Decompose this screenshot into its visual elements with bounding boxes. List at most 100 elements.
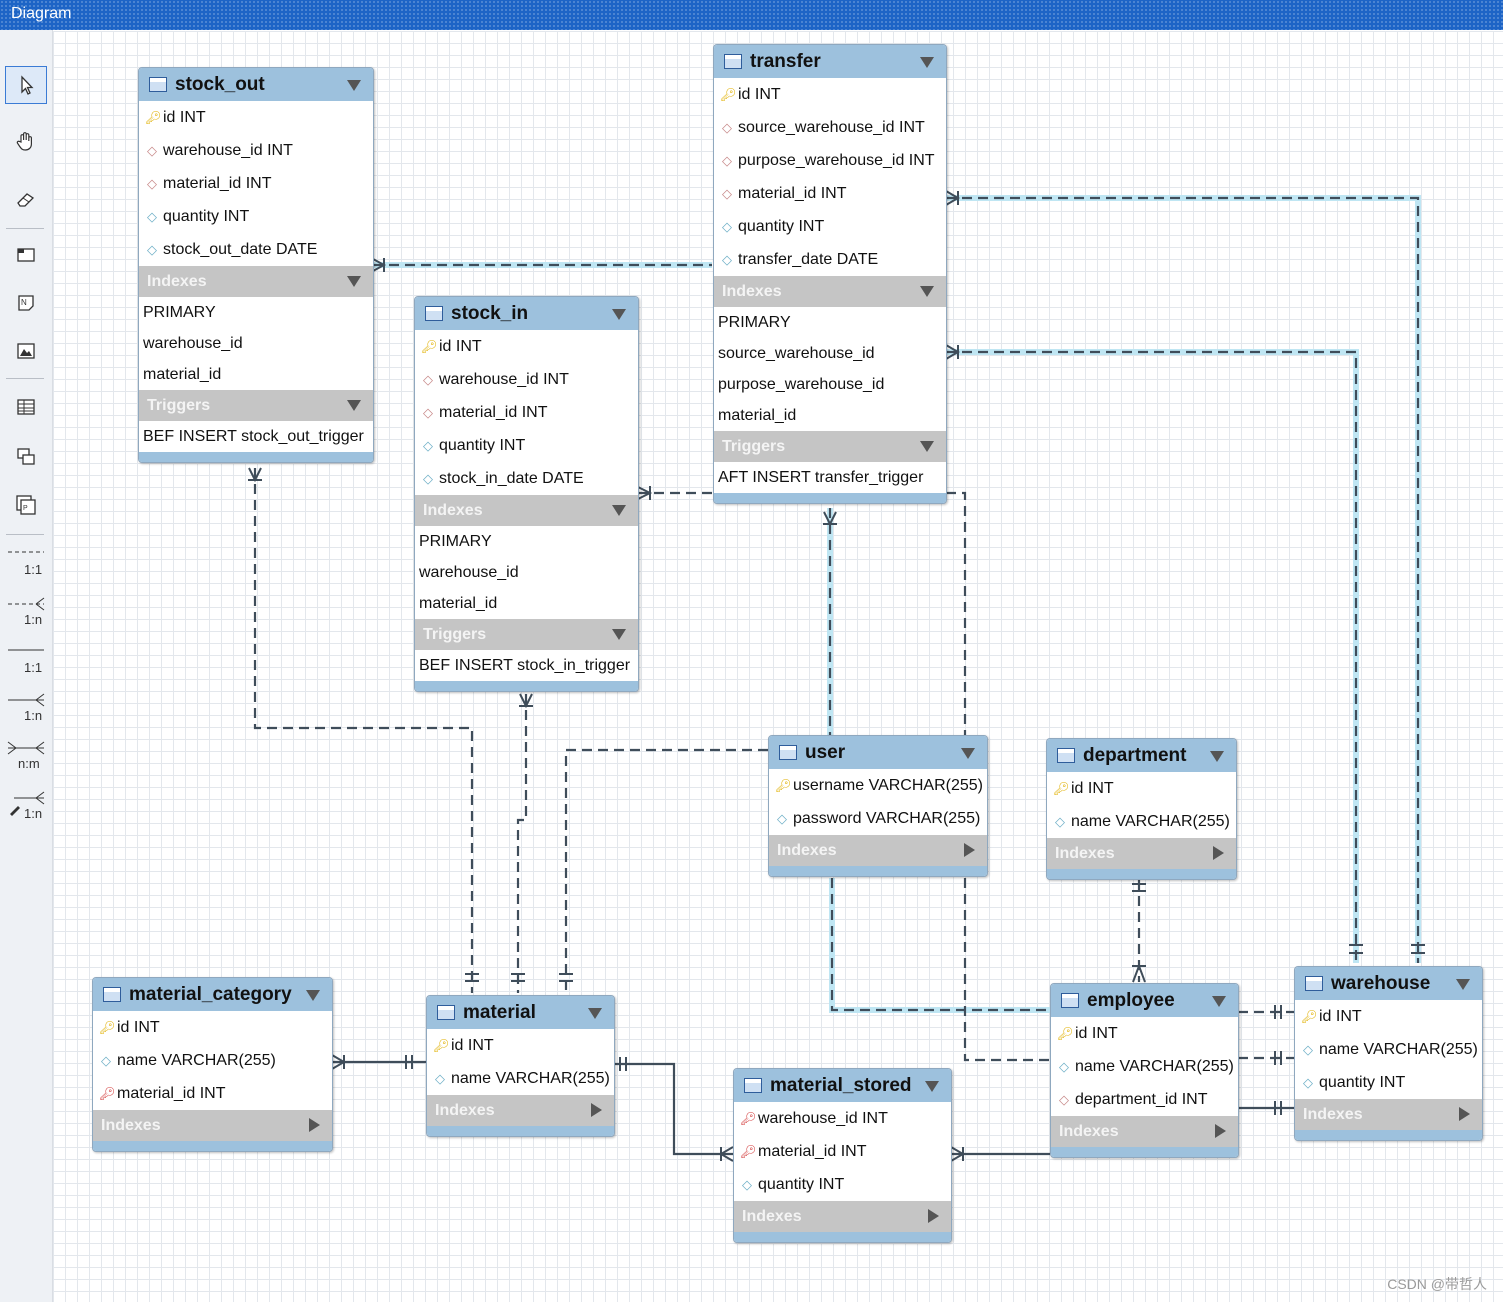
index-row[interactable]: warehouse_id — [143, 334, 243, 352]
view-tool[interactable] — [5, 438, 47, 476]
index-row[interactable]: purpose_warehouse_id — [718, 375, 885, 393]
index-row[interactable]: source_warehouse_id — [718, 344, 875, 362]
indexes-section[interactable]: Indexes — [769, 835, 987, 866]
column-row[interactable]: 🔑︎id INT — [1053, 779, 1114, 797]
collapse-arrow-icon[interactable] — [612, 309, 626, 320]
expand-arrow-icon[interactable] — [591, 1103, 602, 1117]
relationship-1-1-identifying[interactable]: 1:1 — [5, 636, 47, 680]
trigger-row[interactable]: AFT INSERT transfer_trigger — [718, 468, 924, 486]
table-header[interactable]: material_stored — [734, 1069, 951, 1102]
collapse-arrow-icon[interactable] — [1456, 979, 1470, 990]
trigger-row[interactable]: BEF INSERT stock_in_trigger — [419, 656, 631, 674]
table-header[interactable]: transfer — [714, 45, 946, 78]
index-row[interactable]: PRIMARY — [718, 313, 791, 331]
index-row[interactable]: material_id — [718, 406, 797, 424]
column-row[interactable]: ◇transfer_date DATE — [722, 250, 879, 268]
relationship-1-n-non-identifying[interactable]: 1:n — [5, 588, 47, 632]
triggers-section[interactable]: Triggers — [714, 431, 946, 462]
indexes-section[interactable]: Indexes — [427, 1095, 614, 1126]
table-transfer[interactable]: transfer 🔑︎id INT ◇source_warehouse_id I… — [713, 44, 947, 504]
column-row[interactable]: 🔑︎material_id INT — [99, 1084, 226, 1102]
note-tool[interactable]: N — [5, 284, 47, 322]
table-header[interactable]: stock_out — [139, 68, 373, 101]
collapse-arrow-icon[interactable] — [920, 441, 934, 452]
column-row[interactable]: ◇stock_out_date DATE — [147, 240, 318, 258]
index-row[interactable]: material_id — [419, 594, 498, 612]
expand-arrow-icon[interactable] — [1213, 846, 1224, 860]
triggers-section[interactable]: Triggers — [139, 390, 373, 421]
table-stock-out[interactable]: stock_out 🔑︎id INT ◇warehouse_id INT ◇ma… — [138, 67, 374, 463]
layer-tool[interactable] — [5, 236, 47, 274]
column-row[interactable]: 🔑︎username VARCHAR(255) — [775, 776, 983, 794]
indexes-section[interactable]: Indexes — [1051, 1116, 1238, 1147]
column-row[interactable]: ◇name VARCHAR(255) — [435, 1069, 610, 1087]
table-tool[interactable] — [5, 388, 47, 426]
column-row[interactable]: ◇material_id INT — [147, 174, 272, 192]
table-header[interactable]: warehouse — [1295, 967, 1482, 1000]
collapse-arrow-icon[interactable] — [588, 1008, 602, 1019]
column-row[interactable]: ◇name VARCHAR(255) — [1059, 1057, 1234, 1075]
indexes-section[interactable]: Indexes — [415, 495, 638, 526]
column-row[interactable]: ◇source_warehouse_id INT — [722, 118, 925, 136]
collapse-arrow-icon[interactable] — [920, 286, 934, 297]
expand-arrow-icon[interactable] — [1215, 1124, 1226, 1138]
indexes-section[interactable]: Indexes — [139, 266, 373, 297]
column-row[interactable]: ◇warehouse_id INT — [423, 370, 569, 388]
expand-arrow-icon[interactable] — [1459, 1107, 1470, 1121]
collapse-arrow-icon[interactable] — [612, 629, 626, 640]
table-material-category[interactable]: material_category 🔑︎id INT ◇name VARCHAR… — [92, 977, 333, 1152]
column-row[interactable]: 🔑︎warehouse_id INT — [740, 1109, 888, 1127]
table-header[interactable]: department — [1047, 739, 1236, 772]
relationship-existing-columns[interactable]: 1:n — [5, 782, 47, 826]
pointer-tool[interactable] — [5, 66, 47, 104]
expand-arrow-icon[interactable] — [309, 1118, 320, 1132]
collapse-arrow-icon[interactable] — [612, 505, 626, 516]
table-header[interactable]: material_category — [93, 978, 332, 1011]
collapse-arrow-icon[interactable] — [347, 80, 361, 91]
routine-group-tool[interactable]: P — [5, 486, 47, 524]
collapse-arrow-icon[interactable] — [1212, 996, 1226, 1007]
relationship-1-1-non-identifying[interactable]: 1:1 — [5, 540, 47, 584]
image-tool[interactable] — [5, 332, 47, 370]
column-row[interactable]: 🔑︎id INT — [421, 337, 482, 355]
indexes-section[interactable]: Indexes — [734, 1201, 951, 1232]
column-row[interactable]: ◇quantity INT — [423, 436, 526, 454]
collapse-arrow-icon[interactable] — [961, 748, 975, 759]
table-header[interactable]: user — [769, 736, 987, 769]
collapse-arrow-icon[interactable] — [306, 990, 320, 1001]
column-row[interactable]: 🔑︎material_id INT — [740, 1142, 867, 1160]
collapse-arrow-icon[interactable] — [347, 400, 361, 411]
table-stock-in[interactable]: stock_in 🔑︎id INT ◇warehouse_id INT ◇mat… — [414, 296, 639, 692]
column-row[interactable]: ◇name VARCHAR(255) — [1303, 1040, 1478, 1058]
index-row[interactable]: PRIMARY — [419, 532, 492, 550]
column-row[interactable]: ◇name VARCHAR(255) — [1055, 812, 1230, 830]
table-material[interactable]: material 🔑︎id INT ◇name VARCHAR(255) Ind… — [426, 995, 615, 1137]
table-user[interactable]: user 🔑︎username VARCHAR(255) ◇password V… — [768, 735, 988, 877]
index-row[interactable]: warehouse_id — [419, 563, 519, 581]
trigger-row[interactable]: BEF INSERT stock_out_trigger — [143, 427, 364, 445]
column-row[interactable]: ◇quantity INT — [722, 217, 825, 235]
triggers-section[interactable]: Triggers — [415, 619, 638, 650]
column-row[interactable]: ◇password VARCHAR(255) — [777, 809, 981, 827]
hand-tool[interactable] — [5, 122, 47, 160]
column-row[interactable]: ◇warehouse_id INT — [147, 141, 293, 159]
column-row[interactable]: ◇purpose_warehouse_id INT — [722, 151, 935, 169]
indexes-section[interactable]: Indexes — [714, 276, 946, 307]
table-warehouse[interactable]: warehouse 🔑︎id INT ◇name VARCHAR(255) ◇q… — [1294, 966, 1483, 1141]
table-employee[interactable]: employee 🔑︎id INT ◇name VARCHAR(255) ◇de… — [1050, 983, 1239, 1158]
index-row[interactable]: PRIMARY — [143, 303, 216, 321]
column-row[interactable]: 🔑︎id INT — [1301, 1007, 1362, 1025]
column-row[interactable]: 🔑︎id INT — [433, 1036, 494, 1054]
collapse-arrow-icon[interactable] — [1210, 751, 1224, 762]
indexes-section[interactable]: Indexes — [1047, 838, 1236, 869]
column-row[interactable]: 🔑︎id INT — [720, 85, 781, 103]
column-row[interactable]: ◇stock_in_date DATE — [423, 469, 584, 487]
column-row[interactable]: ◇department_id INT — [1059, 1090, 1208, 1108]
column-row[interactable]: ◇name VARCHAR(255) — [101, 1051, 276, 1069]
table-header[interactable]: employee — [1051, 984, 1238, 1017]
column-row[interactable]: 🔑︎id INT — [99, 1018, 160, 1036]
column-row[interactable]: 🔑︎id INT — [145, 108, 206, 126]
expand-arrow-icon[interactable] — [964, 843, 975, 857]
collapse-arrow-icon[interactable] — [925, 1081, 939, 1092]
table-header[interactable]: stock_in — [415, 297, 638, 330]
